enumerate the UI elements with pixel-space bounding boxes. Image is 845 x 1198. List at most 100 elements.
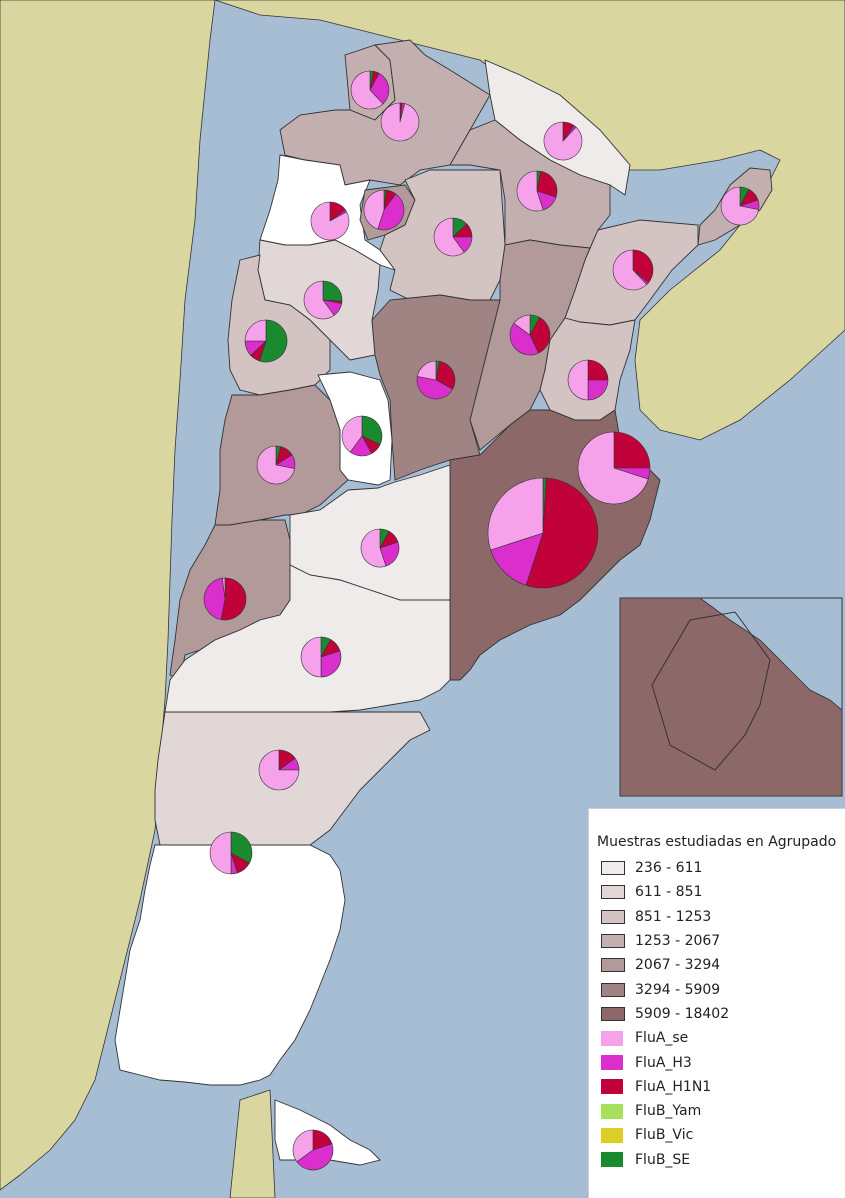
pie-chart-13 bbox=[416, 360, 456, 400]
pie-slice-FluA_H1N1 bbox=[536, 171, 558, 198]
pie-slice-FluA_se bbox=[360, 528, 387, 568]
legend-class-4: 2067 - 3294 bbox=[597, 953, 845, 977]
legend-category-2: FluA_H1N1 bbox=[597, 1075, 845, 1099]
pie-slice-FluA_H3 bbox=[203, 577, 226, 620]
pie-slice-FluA_H3 bbox=[369, 72, 390, 105]
pie-slice-FluA_se bbox=[513, 314, 531, 336]
pie-slice-FluA_se bbox=[516, 170, 544, 212]
pie-chart-7 bbox=[433, 217, 473, 257]
legend-category-1: FluA_H3 bbox=[597, 1050, 845, 1074]
pie-chart-19 bbox=[203, 577, 247, 621]
pie-chart-23 bbox=[292, 1129, 334, 1171]
pie-slice-FluA_H3 bbox=[509, 322, 539, 356]
legend-class-2: 851 - 1253 bbox=[597, 905, 845, 929]
legend-label: FluA_H1N1 bbox=[635, 1078, 712, 1095]
legend-title: Muestras estudiadas en Agrupado bbox=[597, 834, 837, 850]
legend-swatch bbox=[601, 885, 625, 900]
legend-category-3: FluB_Yam bbox=[597, 1099, 845, 1123]
pie-slice-FluA_H1N1 bbox=[220, 577, 247, 621]
legend-swatch bbox=[601, 1079, 623, 1095]
pie-chart-17 bbox=[487, 477, 599, 589]
pie-chart-12 bbox=[567, 359, 609, 401]
pie-chart-21 bbox=[258, 749, 300, 791]
legend-swatch bbox=[601, 934, 625, 949]
pie-slice-FluA_se bbox=[380, 102, 420, 142]
pie-chart-6 bbox=[363, 189, 405, 231]
pie-slice-FluA_se bbox=[292, 1129, 314, 1163]
pie-slice-FluA_se bbox=[433, 217, 465, 257]
pie-slice-FluA_H1N1 bbox=[525, 477, 599, 589]
pie-chart-18 bbox=[360, 528, 400, 568]
pie-slice-FluA_H3 bbox=[379, 541, 400, 567]
legend-category-5: FluB_SE bbox=[597, 1148, 845, 1172]
legend-class-3: 1253 - 2067 bbox=[597, 929, 845, 953]
legend-label: 1253 - 2067 bbox=[635, 933, 721, 950]
legend-label: FluA_H3 bbox=[635, 1054, 692, 1071]
pie-slice-FluA_H3 bbox=[296, 1143, 334, 1171]
pie-slice-FluA_se bbox=[350, 70, 384, 110]
pie-chart-11 bbox=[244, 319, 288, 363]
pie-slice-FluB_SE bbox=[322, 280, 343, 302]
legend-label: 236 - 611 bbox=[635, 860, 703, 877]
legend-label: FluB_Vic bbox=[635, 1127, 694, 1144]
pie-slice-FluA_se bbox=[416, 360, 437, 381]
pie-slice-FluA_H1N1 bbox=[632, 249, 654, 284]
pie-chart-layer bbox=[203, 70, 760, 1171]
legend-swatch bbox=[601, 1127, 623, 1143]
legend-swatch bbox=[601, 1030, 623, 1046]
pie-chart-9 bbox=[303, 280, 343, 320]
pie-slice-FluA_se bbox=[310, 201, 350, 241]
legend-swatch bbox=[601, 982, 625, 997]
pie-chart-4 bbox=[720, 186, 760, 226]
pie-slice-FluA_se bbox=[577, 431, 649, 505]
pie-slice-FluA_se bbox=[256, 445, 296, 485]
legend-swatch bbox=[601, 1006, 625, 1021]
legend-class-0: 236 - 611 bbox=[597, 856, 845, 880]
pie-slice-FluA_se bbox=[341, 415, 363, 453]
pie-slice-FluA_H3 bbox=[416, 376, 454, 400]
legend-swatch bbox=[601, 861, 625, 876]
legend-swatch bbox=[601, 1055, 623, 1071]
legend-label: 851 - 1253 bbox=[635, 908, 712, 925]
pie-slice-FluA_se bbox=[244, 319, 267, 342]
pie-chart-15 bbox=[256, 445, 296, 485]
pie-slice-FluB_SE bbox=[259, 319, 288, 363]
pie-chart-8 bbox=[612, 249, 654, 291]
pie-slice-FluA_se bbox=[363, 189, 385, 230]
pie-slice-FluA_se bbox=[612, 249, 648, 291]
pie-chart-20 bbox=[300, 636, 342, 678]
legend-class-5: 3294 - 5909 bbox=[597, 977, 845, 1001]
pie-chart-3 bbox=[516, 170, 558, 212]
pie-chart-10 bbox=[509, 314, 551, 356]
pie-slice-FluA_se bbox=[543, 121, 583, 161]
pie-slice-FluA_se bbox=[720, 186, 760, 226]
pie-chart-2 bbox=[543, 121, 583, 161]
legend: Muestras estudiadas en Agrupado 236 - 61… bbox=[588, 808, 845, 1198]
pie-slice-FluA_se bbox=[567, 359, 589, 401]
caba-inset bbox=[619, 597, 843, 797]
neighbour-land-south-tip bbox=[229, 1089, 276, 1198]
pie-slice-FluA_H1N1 bbox=[587, 359, 609, 381]
legend-label: FluB_Yam bbox=[635, 1103, 702, 1120]
legend-label: 3294 - 5909 bbox=[635, 981, 721, 998]
legend-swatch bbox=[601, 909, 625, 924]
pie-slice-FluA_H1N1 bbox=[529, 317, 551, 354]
legend-swatch bbox=[601, 1152, 623, 1168]
pie-slice-FluA_H3 bbox=[320, 650, 342, 678]
pie-slice-FluA_se bbox=[487, 477, 544, 551]
province-santa-cruz bbox=[114, 844, 346, 1086]
pie-chart-0 bbox=[350, 70, 390, 110]
neighbour-land-west bbox=[0, 0, 216, 1191]
pie-slice-FluA_se bbox=[209, 831, 232, 875]
legend-swatch bbox=[601, 1103, 623, 1119]
pie-slice-FluA_H3 bbox=[377, 193, 405, 231]
legend-label: FluA_se bbox=[635, 1030, 689, 1047]
pie-chart-16 bbox=[577, 431, 651, 505]
pie-slice-FluB_SE bbox=[230, 831, 253, 864]
pie-slice-FluB_SE bbox=[361, 415, 383, 445]
legend-label: 2067 - 3294 bbox=[635, 957, 721, 974]
pie-slice-FluA_se bbox=[300, 636, 322, 678]
